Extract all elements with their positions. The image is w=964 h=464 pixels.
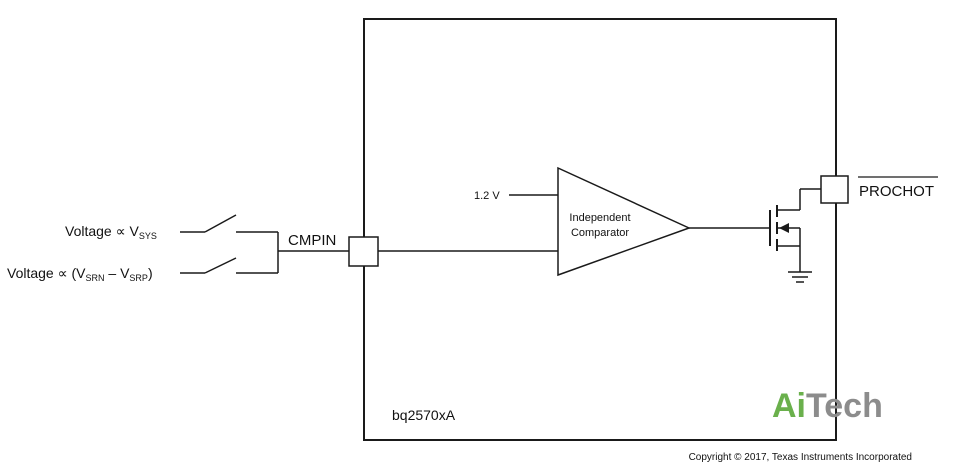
copyright-text: Copyright © 2017, Texas Instruments Inco… (689, 452, 912, 463)
mosfet-icon (769, 188, 821, 272)
input1-label: Voltage ∝ VSYS (65, 223, 157, 241)
input2-prefix: Voltage ∝ (V (7, 265, 86, 281)
switch-1 (180, 214, 279, 273)
prochot-label: PROCHOT (859, 183, 934, 200)
input2-mid: – V (105, 265, 131, 281)
switch-2 (180, 257, 278, 274)
chip-outline (363, 18, 837, 441)
watermark-part1: Ai (772, 387, 806, 425)
watermark-part2: Tech (806, 387, 883, 425)
input2-label: Voltage ∝ (VSRN – VSRP) (7, 265, 153, 283)
input2-subscript2: SRP (129, 273, 148, 283)
cmpin-label: CMPIN (288, 232, 336, 249)
comparator-label-line2: Comparator (571, 227, 629, 239)
cmpin-pin (348, 236, 379, 267)
prochot-pin (820, 175, 849, 204)
input2-suffix: ) (148, 265, 153, 281)
ground-icon (788, 271, 812, 283)
input1-prefix: Voltage ∝ V (65, 223, 139, 239)
reference-voltage-label: 1.2 V (474, 190, 500, 202)
input2-subscript1: SRN (86, 273, 105, 283)
input1-subscript: SYS (139, 231, 157, 241)
watermark-logo: AiTech (772, 387, 883, 425)
comparator-triangle (557, 166, 691, 277)
comparator-label-line1: Independent (569, 212, 630, 224)
chip-name-label: bq2570xA (392, 407, 456, 423)
